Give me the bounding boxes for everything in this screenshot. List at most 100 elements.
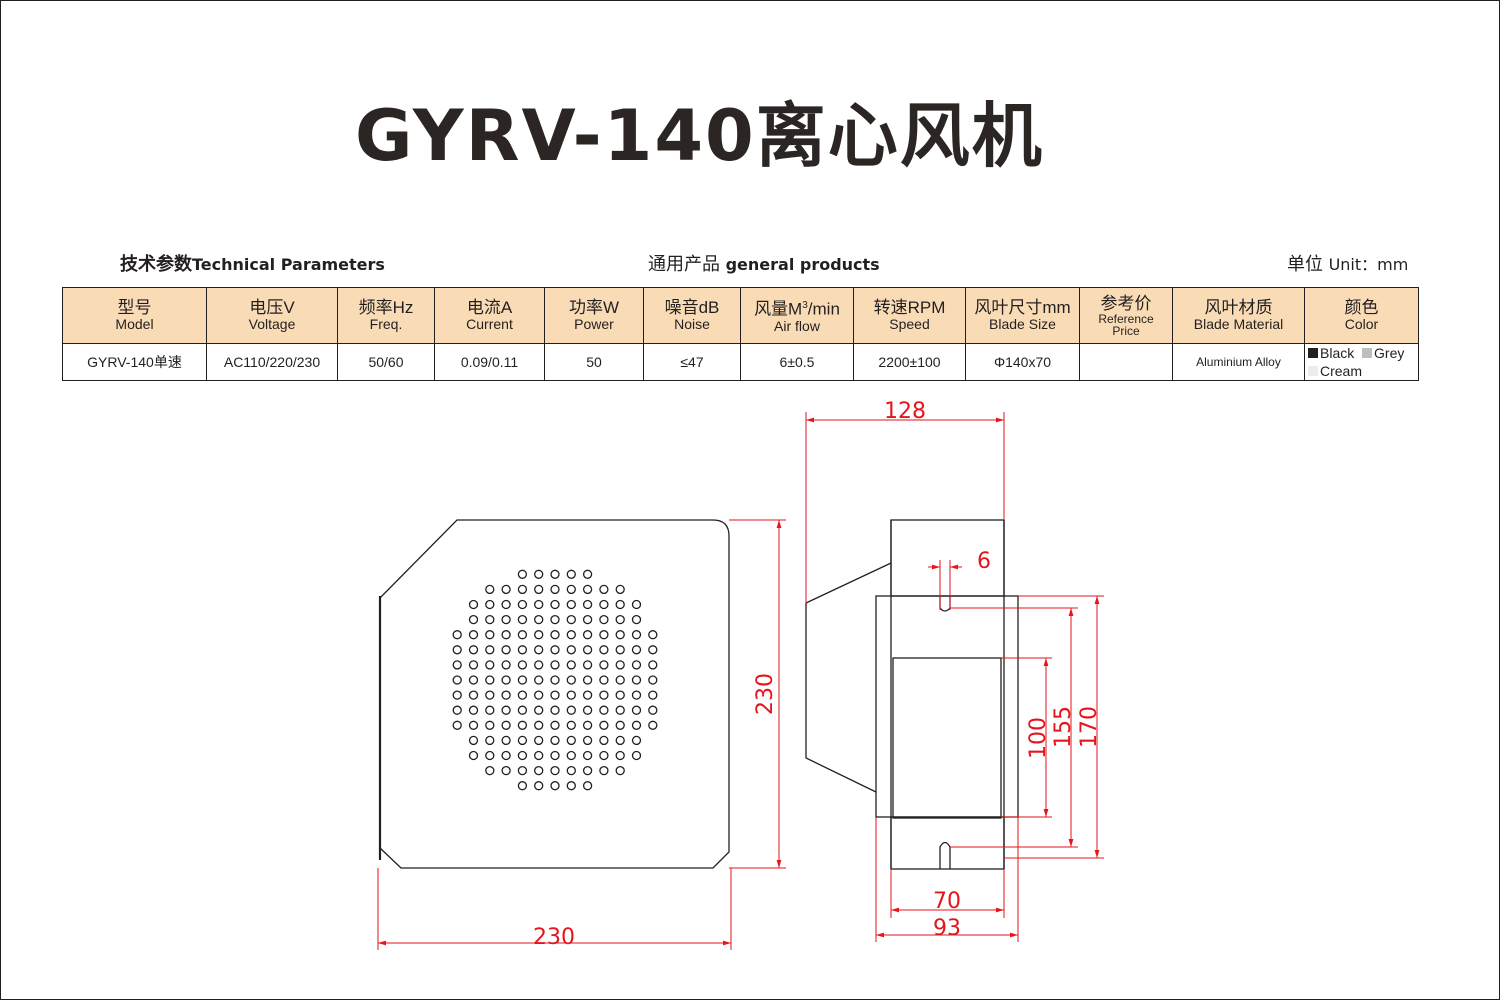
general-products-label: 通用产品 general products (648, 254, 880, 275)
grille-hole (648, 705, 658, 715)
grille-hole (648, 690, 658, 700)
color-option-cream: Cream (1308, 363, 1362, 379)
grille-hole (648, 645, 658, 655)
grille-hole (517, 584, 528, 595)
grille-hole (485, 690, 495, 700)
grille-hole (615, 645, 625, 655)
grille-hole (566, 690, 576, 700)
grille-hole (485, 705, 495, 715)
grille-hole (550, 660, 560, 670)
cream-swatch (1308, 366, 1318, 376)
grille-hole (534, 599, 544, 610)
grille-hole (566, 675, 576, 685)
grille-hole (550, 614, 560, 625)
grille-hole (534, 584, 544, 595)
grille-hole (501, 599, 511, 610)
grille-hole (534, 569, 544, 579)
grille-hole (582, 781, 593, 791)
grille-hole (566, 584, 576, 595)
grille-hole (550, 705, 560, 715)
grille-hole (550, 630, 560, 640)
cell-price (1079, 343, 1173, 381)
grille-hole (582, 720, 593, 730)
grille-hole (599, 614, 609, 625)
grille-hole (566, 569, 576, 579)
grille-hole (599, 690, 609, 700)
dimension-labels: 230 230 128 6 100 155 170 70 93 (533, 399, 1102, 950)
grille-hole (534, 765, 544, 776)
grille-hole (615, 705, 625, 715)
grille-hole (534, 781, 544, 791)
unit-label: 单位 Unit：mm (1287, 254, 1409, 275)
grille-hole (648, 675, 658, 685)
cell-power: 50 (544, 343, 644, 381)
grille-hole (452, 675, 462, 685)
grille-hole (566, 705, 576, 715)
grille-hole (485, 765, 495, 776)
grille-hole (599, 645, 609, 655)
grille-hole (468, 690, 479, 700)
black-swatch (1308, 348, 1318, 358)
grille-hole (615, 750, 625, 761)
grille-hole (550, 569, 560, 579)
grille-hole (485, 735, 495, 746)
cell-freq: 50/60 (337, 343, 435, 381)
grille-hole (534, 630, 544, 640)
bottom-slot (939, 841, 951, 869)
grille-hole (599, 750, 609, 761)
dim-outer-width: 93 (933, 916, 961, 941)
dim-outer-height: 170 (1077, 706, 1102, 748)
grille-hole (631, 614, 642, 625)
grille-hole (615, 690, 625, 700)
grille-hole (582, 584, 593, 595)
grille-hole (452, 660, 462, 670)
grille-hole (550, 781, 560, 791)
grille-hole (582, 569, 593, 579)
grille-hole (468, 660, 479, 670)
grille-hole (468, 705, 479, 715)
grille-hole (452, 720, 462, 730)
grille-hole (631, 599, 642, 610)
dim-side-depth: 128 (884, 399, 926, 424)
grille-hole (566, 750, 576, 761)
cell-current: 0.09/0.11 (434, 343, 545, 381)
grille-hole (517, 599, 528, 610)
cell-model: GYRV-140单速 (62, 343, 207, 381)
grille-hole (485, 584, 495, 595)
grille-hole (631, 660, 642, 670)
grille-hole (534, 750, 544, 761)
table-row: GYRV-140单速 AC110/220/230 50/60 0.09/0.11… (62, 343, 1419, 381)
grille-hole (517, 735, 528, 746)
grille-hole (501, 584, 511, 595)
grille-hole (631, 690, 642, 700)
grille-hole (566, 765, 576, 776)
outlet-opening (892, 657, 1002, 819)
grille-holes (452, 569, 658, 791)
grille-hole (517, 645, 528, 655)
grille-hole (599, 705, 609, 715)
grille-hole (517, 705, 528, 715)
grille-hole (534, 675, 544, 685)
grille-hole (615, 675, 625, 685)
grille-hole (615, 614, 625, 625)
grille-hole (485, 614, 495, 625)
grille-hole (550, 765, 560, 776)
grille-hole (566, 735, 576, 746)
scroll-housing-outline (805, 562, 892, 793)
grille-hole (599, 720, 609, 730)
dim-opening-height: 100 (1026, 717, 1051, 759)
grille-hole (485, 645, 495, 655)
cell-speed: 2200±100 (853, 343, 966, 381)
front-plate-outline (379, 519, 730, 869)
grille-hole (615, 720, 625, 730)
grille-hole (534, 614, 544, 625)
grille-hole (517, 690, 528, 700)
grille-hole (599, 630, 609, 640)
